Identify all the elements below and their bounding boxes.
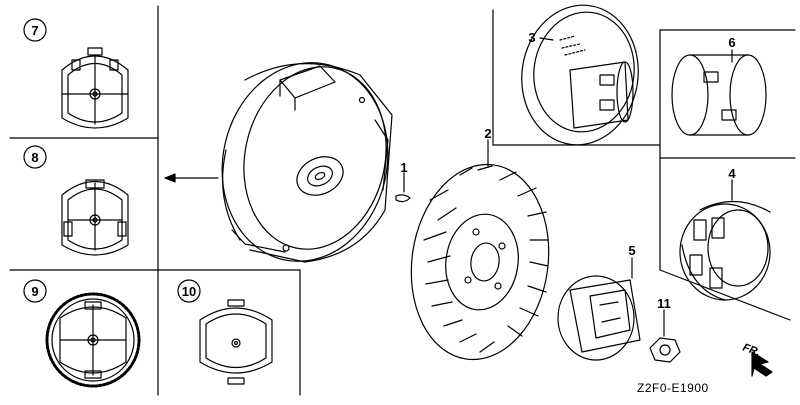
callout-8: 8	[31, 150, 38, 165]
callout-6: 6	[728, 35, 735, 50]
callout-9: 9	[31, 284, 38, 299]
part-3-starter-pulley	[521, 4, 639, 146]
part-6-cup	[671, 49, 767, 136]
variant-7-flywheel	[61, 47, 129, 129]
callout-4: 4	[728, 166, 736, 181]
part-2-cooling-fan	[410, 139, 550, 361]
variant-8-flywheel	[61, 179, 129, 256]
diagram-code: Z2F0-E1900	[637, 381, 709, 395]
callout-10: 10	[182, 284, 196, 299]
right-panel-grid	[492, 9, 796, 321]
callout-circle-9	[23, 279, 47, 303]
variant-9-flywheel	[45, 292, 141, 388]
front-direction-arrow	[751, 351, 773, 377]
callout-7: 7	[31, 23, 38, 38]
main-flywheel	[221, 62, 393, 263]
callout-circle-7	[23, 18, 47, 42]
callout-5: 5	[628, 243, 635, 258]
part-5-pulley	[557, 257, 641, 361]
callout-2: 2	[484, 126, 491, 141]
part-1-woodruff-key	[395, 172, 411, 203]
reference-arrow	[164, 173, 219, 183]
callout-circle-8	[23, 145, 47, 169]
variant-10-flywheel	[199, 299, 273, 385]
callout-circle-10	[177, 279, 201, 303]
part-4-pulley-cup	[679, 179, 771, 301]
part-11-flange-nut	[649, 309, 681, 363]
callout-11: 11	[657, 296, 671, 311]
callout-1: 1	[400, 160, 407, 175]
callout-3: 3	[528, 30, 535, 45]
front-direction-label: FR.	[741, 342, 762, 359]
variant-panel-grid	[9, 5, 301, 396]
